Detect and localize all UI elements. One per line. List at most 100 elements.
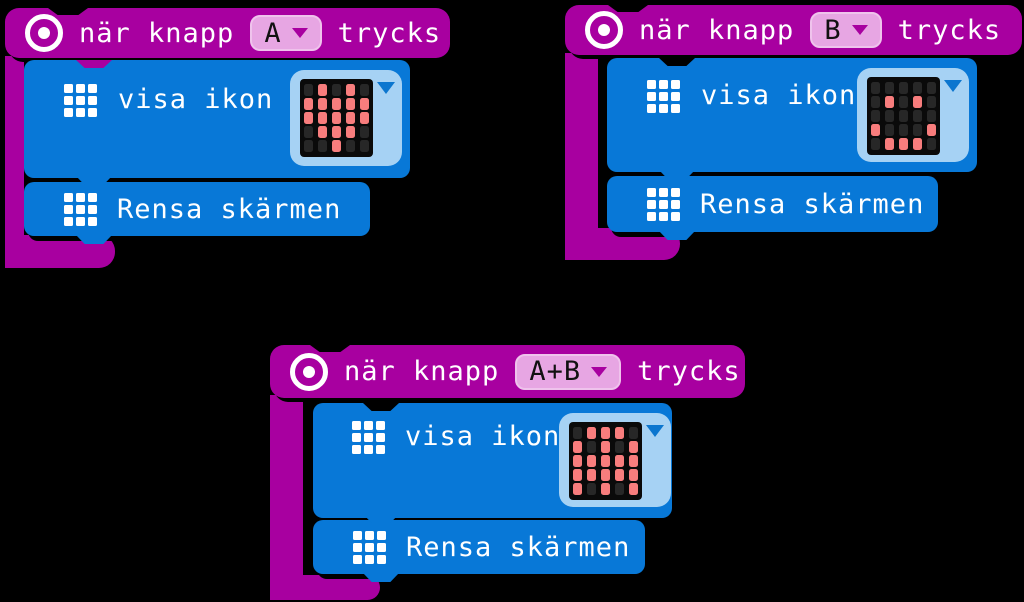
led-cell [927,82,936,94]
event-block-foot[interactable] [565,228,680,260]
led-cell [615,483,624,495]
grid-icon-cell [353,530,362,540]
grid-icon-cell [352,433,361,442]
led-matrix-happy-face [867,77,940,155]
led-cell [318,126,327,138]
led-cell [318,140,327,152]
led-cell [629,483,638,495]
led-cell [615,469,624,481]
led-cell [346,112,355,124]
led-cell [587,469,596,481]
grid-icon-cell [376,421,385,430]
led-cell [360,140,369,152]
clear-screen-block[interactable]: Rensa skärmen [24,176,370,244]
led-cell [601,469,610,481]
grid-icon-cell [64,204,73,214]
button-dropdown-value: A [264,17,282,49]
grid-icon-cell [353,542,362,552]
event-block-arm[interactable] [565,53,598,260]
led-cell [927,138,936,150]
led-cell [332,126,341,138]
event-block-header[interactable]: när knapp B trycks [565,5,1022,55]
grid-icon-cell [647,199,656,209]
event-label-pre: när knapp [79,17,235,49]
led-cell [318,84,327,96]
connector-tab [76,235,112,244]
grid-icon-cell [353,554,362,564]
led-cell [304,112,313,124]
event-block-arm[interactable] [5,56,24,268]
block-notch [659,58,695,66]
led-cell [899,96,908,108]
event-block-arm[interactable] [270,395,303,600]
led-cell [332,98,341,110]
block-notch [363,403,399,411]
show-icon-block[interactable]: visa ikon [313,403,672,518]
grid-icon-cell [671,80,680,89]
grid-icon-cell [647,211,656,221]
chevron-down-icon [377,82,395,94]
grid-icon-cell [647,104,656,113]
event-block-header[interactable]: när knapp A+B trycks [270,345,745,398]
led-icon-dropdown[interactable] [857,68,969,162]
led-cell [899,124,908,136]
show-icon-label: visa ikon [701,80,857,111]
grid-icon-cell [64,108,73,117]
show-icon-block[interactable]: visa ikon [607,58,977,172]
led-cell [360,112,369,124]
led-cell [573,469,582,481]
led-icon-dropdown[interactable] [290,70,402,166]
led-cell [927,110,936,122]
led-cell [318,98,327,110]
event-block-header[interactable]: när knapp A trycks [5,8,450,58]
grid-icon-cell [88,84,97,93]
grid-icon-cell [659,104,668,113]
grid-icon-cell [364,421,373,430]
led-cell [601,455,610,467]
clear-screen-label: Rensa skärmen [700,188,925,220]
led-cell [913,124,922,136]
led-cell [346,140,355,152]
grid-icon-cell [659,92,668,101]
clear-screen-label: Rensa skärmen [117,193,342,225]
led-cell [871,124,880,136]
led-cell [360,84,369,96]
show-icon-block[interactable]: visa ikon [24,60,410,178]
button-dropdown[interactable]: A+B [515,353,622,390]
led-cell [573,427,582,439]
grid-icon-cell [88,216,97,226]
grid-icon [647,187,680,221]
grid-icon-cell [671,104,680,113]
led-cell [573,483,582,495]
event-label-post: trycks [337,17,442,49]
led-cell [913,110,922,122]
grid-icon-cell [64,216,73,226]
bullseye-icon [25,14,63,52]
grid-icon-cell [365,530,374,540]
grid-icon-cell [64,192,73,202]
led-icon-dropdown[interactable] [559,413,671,507]
led-cell [360,98,369,110]
clear-screen-block[interactable]: Rensa skärmen [313,514,645,582]
grid-icon-cell [76,216,85,226]
grid-icon-cell [647,92,656,101]
led-matrix-ghost [569,422,642,500]
led-cell [587,427,596,439]
button-dropdown[interactable]: A [250,15,322,51]
led-cell [360,126,369,138]
led-cell [304,126,313,138]
chevron-down-icon [646,425,664,437]
led-cell [871,110,880,122]
button-dropdown[interactable]: B [810,12,882,48]
connector-tab [363,573,399,582]
event-block-foot[interactable] [270,575,380,600]
led-cell [885,110,894,122]
bullseye-icon [585,11,623,49]
grid-icon-cell [671,211,680,221]
led-cell [346,98,355,110]
led-cell [601,427,610,439]
grid-icon-cell [376,433,385,442]
clear-screen-block[interactable]: Rensa skärmen [607,170,938,240]
connector-tab [659,231,695,240]
grid-icon-cell [377,530,386,540]
